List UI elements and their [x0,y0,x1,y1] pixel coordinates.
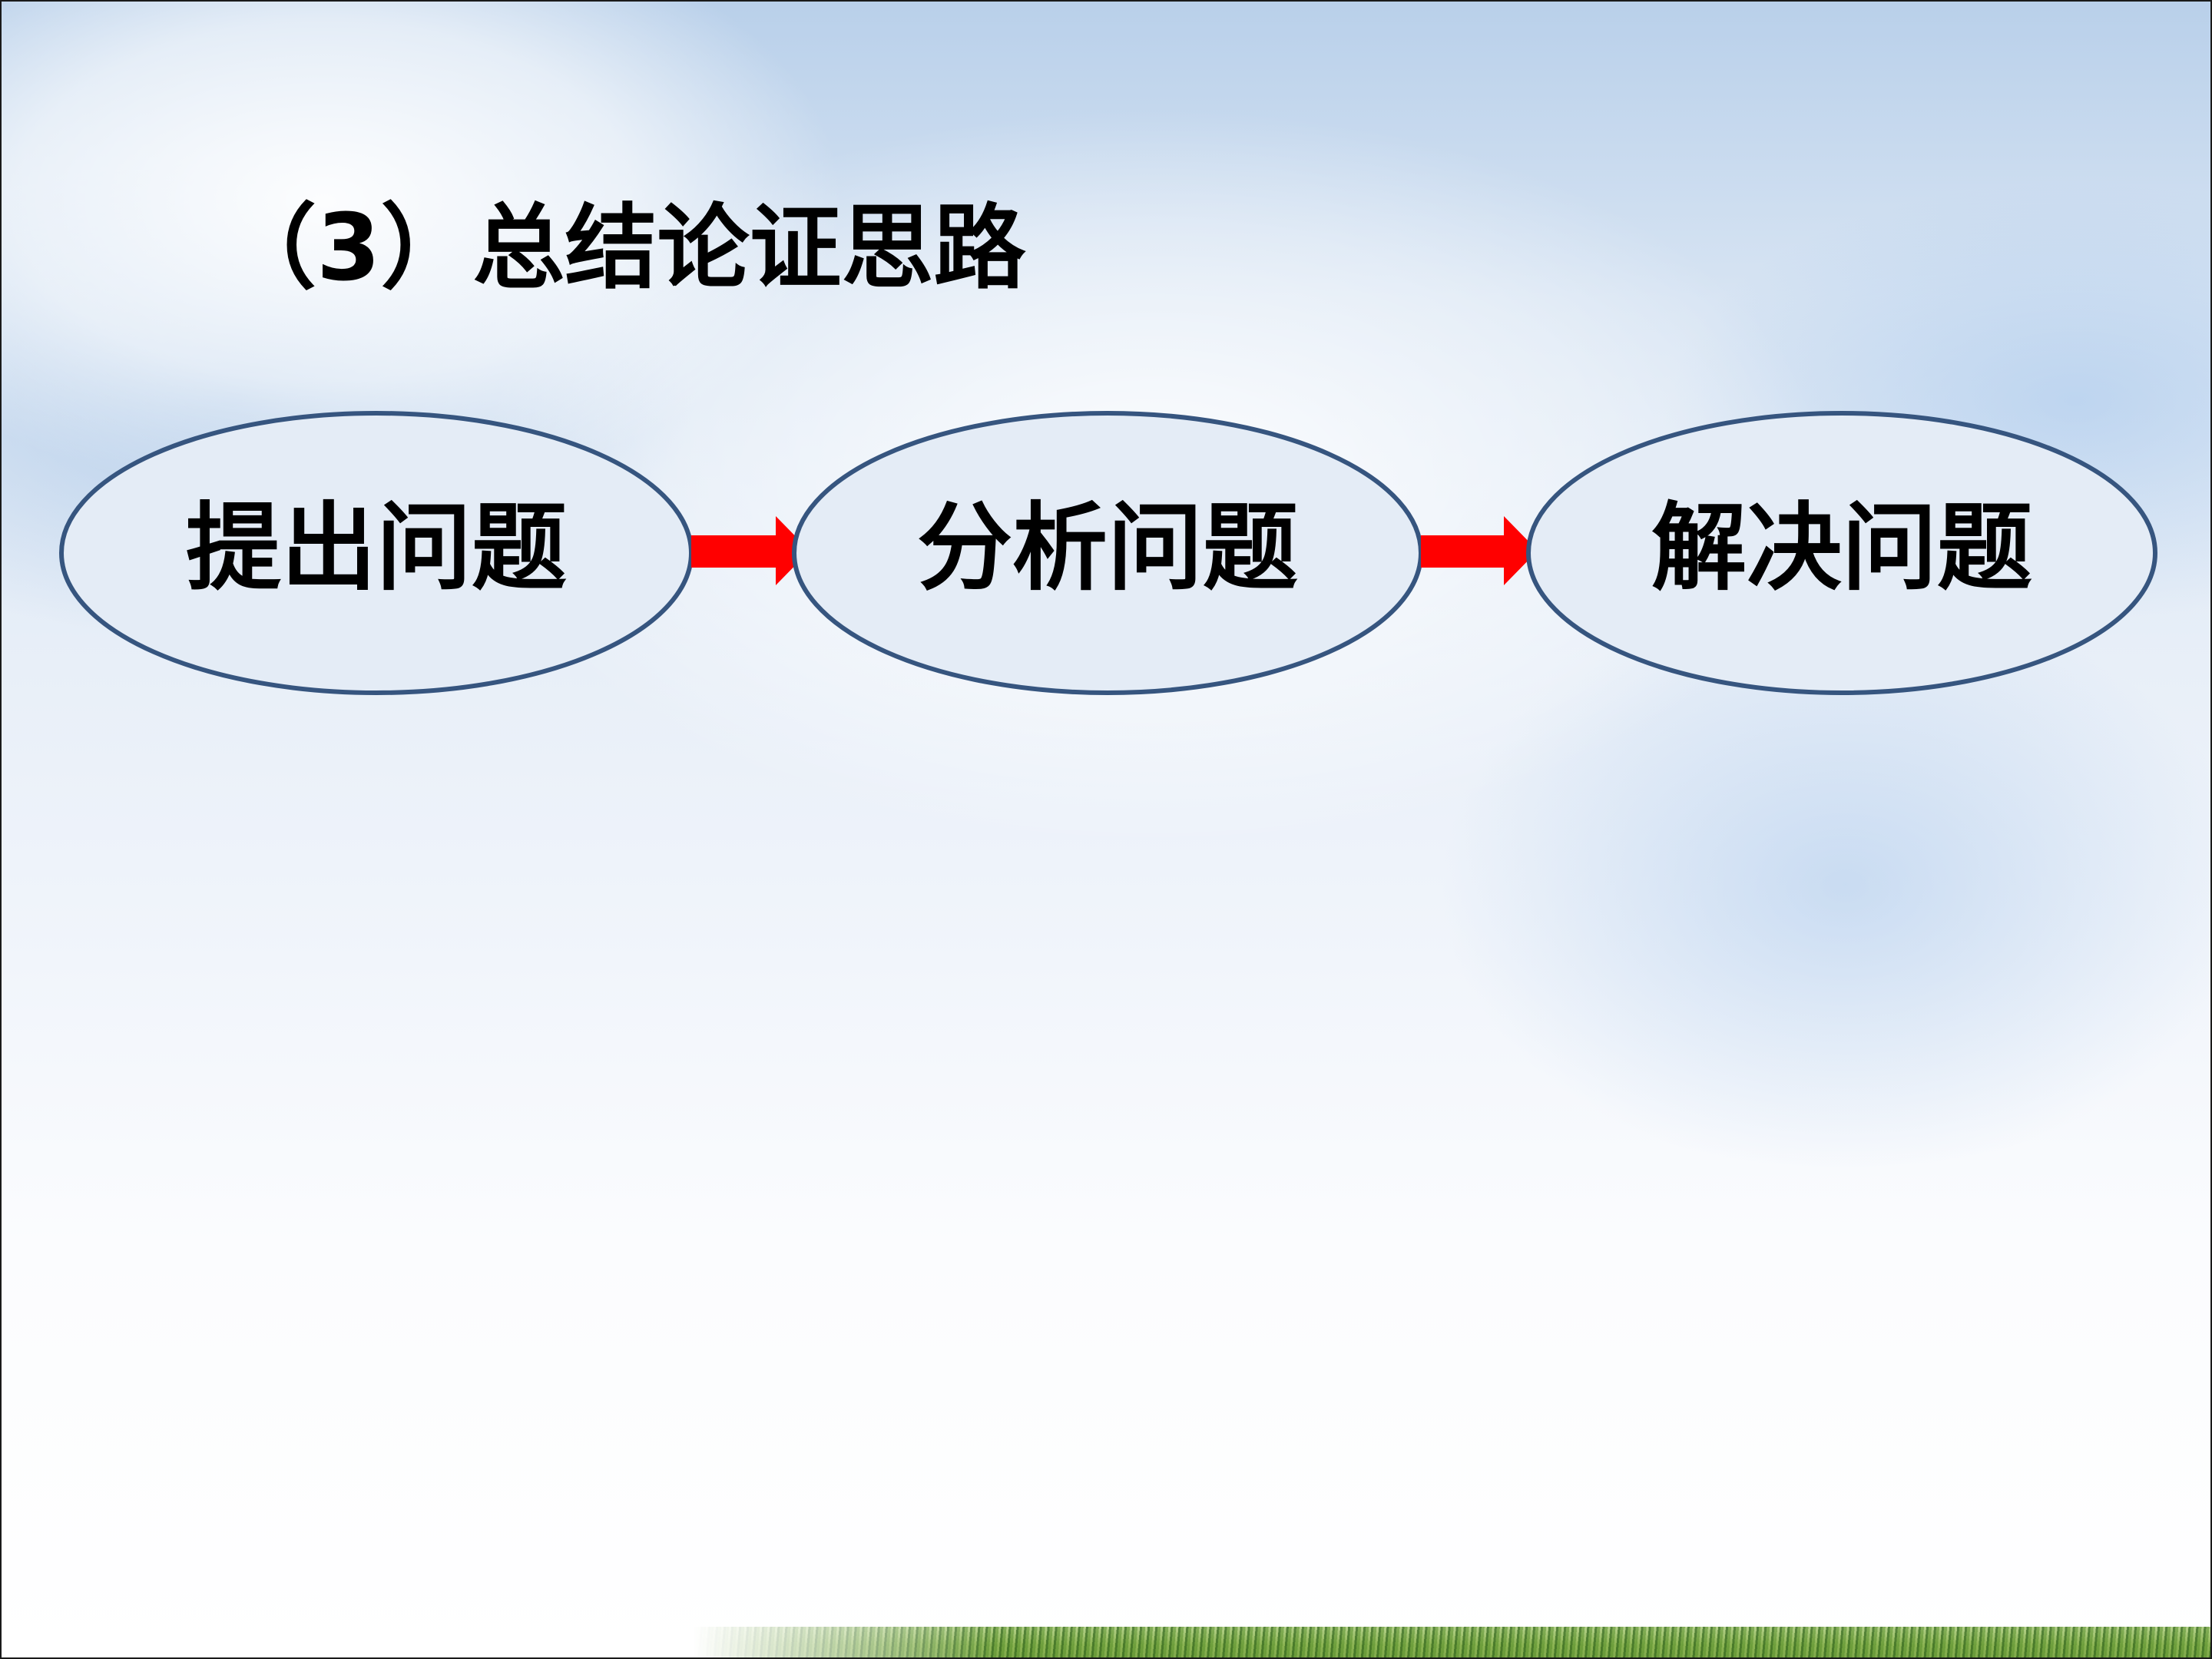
flow-arrow-2 [1421,516,1538,585]
flow-node-3: 解决问题 [1526,411,2157,695]
flow-node-2-label: 分析问题 [917,492,1298,604]
flow-arrow-1 [691,516,810,585]
slide-title: （3）总结论证思路 [224,195,1026,302]
grass-strip [693,1627,2210,1657]
flow-node-3-label: 解决问题 [1651,492,2032,604]
flow-node-3-ellipse [1526,411,2157,695]
flow-node-2: 分析问题 [792,411,1423,695]
arrow-right-icon [1421,516,1538,585]
flow-node-1-label: 提出问题 [186,492,567,604]
arrow-right-icon [691,516,810,585]
flow-node-1: 提出问题 [59,411,694,695]
